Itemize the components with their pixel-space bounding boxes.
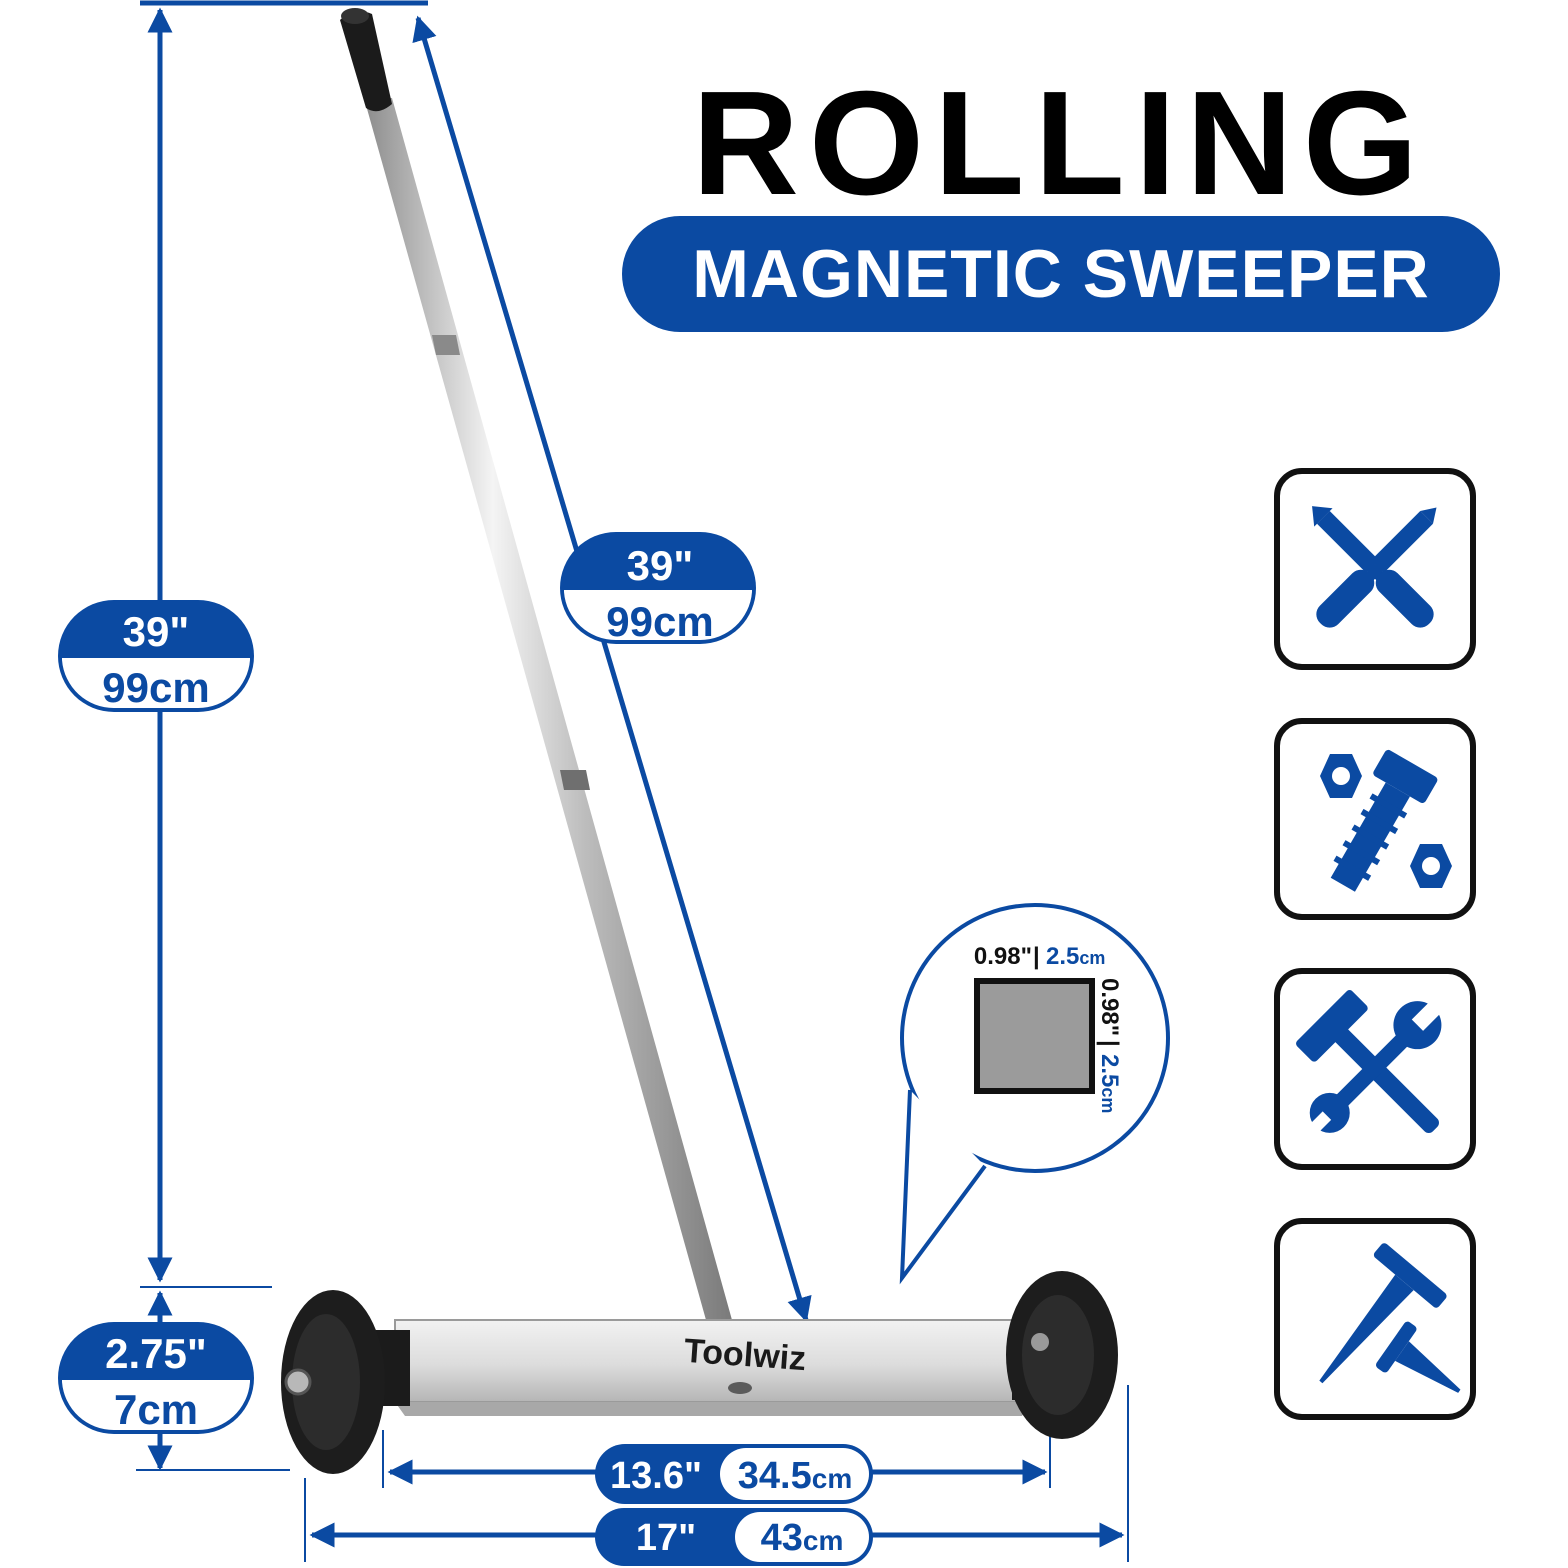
total-width-badge: 17" 43cm <box>595 1508 873 1566</box>
magnet-height-cm: 2.5cm <box>1096 1054 1123 1113</box>
total-height-cm: 99cm <box>102 664 209 711</box>
magnet-separator: | <box>1033 943 1040 970</box>
sweep-width-badge: 13.6" 34.5cm <box>595 1444 873 1504</box>
height-dimension <box>136 0 428 1471</box>
magnet-square <box>974 978 1095 1094</box>
total-height-badge: 39" 99cm <box>58 600 254 712</box>
sweep-width-in: 13.6" <box>610 1455 702 1497</box>
page-title: ROLLING <box>692 61 1428 226</box>
nails-icon <box>1274 1218 1476 1420</box>
screwdrivers-icon <box>1274 468 1476 670</box>
sweep-width-cm: 34.5cm <box>738 1455 852 1497</box>
handle-length-in: 39" <box>627 542 694 589</box>
wheel-height-in: 2.75" <box>105 1330 207 1377</box>
handle-length-cm: 99cm <box>606 598 713 645</box>
total-width-cm: 43cm <box>761 1517 844 1559</box>
magnet-height-separator: | <box>1096 1040 1123 1047</box>
wheel-height-badge: 2.75" 7cm <box>58 1322 254 1434</box>
handle-length-badge: 39" 99cm <box>560 532 756 645</box>
magnet-width-in: 0.98" <box>974 943 1032 970</box>
nuts-bolt-icon <box>1274 718 1476 920</box>
brand-logo: Toolwiz <box>683 1332 807 1378</box>
magnet-width-cm: 2.5cm <box>1046 943 1105 970</box>
total-height-in: 39" <box>123 608 190 655</box>
handle-length-line <box>412 15 812 1323</box>
sweeper-handle <box>340 8 732 1320</box>
magnet-height-in: 0.98" <box>1096 978 1123 1036</box>
magnet-detail-callout <box>899 903 1170 1285</box>
hammer-wrench-icon <box>1274 968 1476 1170</box>
subtitle-text: MAGNETIC SWEEPER <box>692 236 1430 312</box>
subtitle-banner: MAGNETIC SWEEPER <box>622 216 1500 332</box>
wheel-height-cm: 7cm <box>114 1386 198 1433</box>
total-width-in: 17" <box>636 1517 696 1559</box>
sweeper-head <box>281 1271 1118 1474</box>
